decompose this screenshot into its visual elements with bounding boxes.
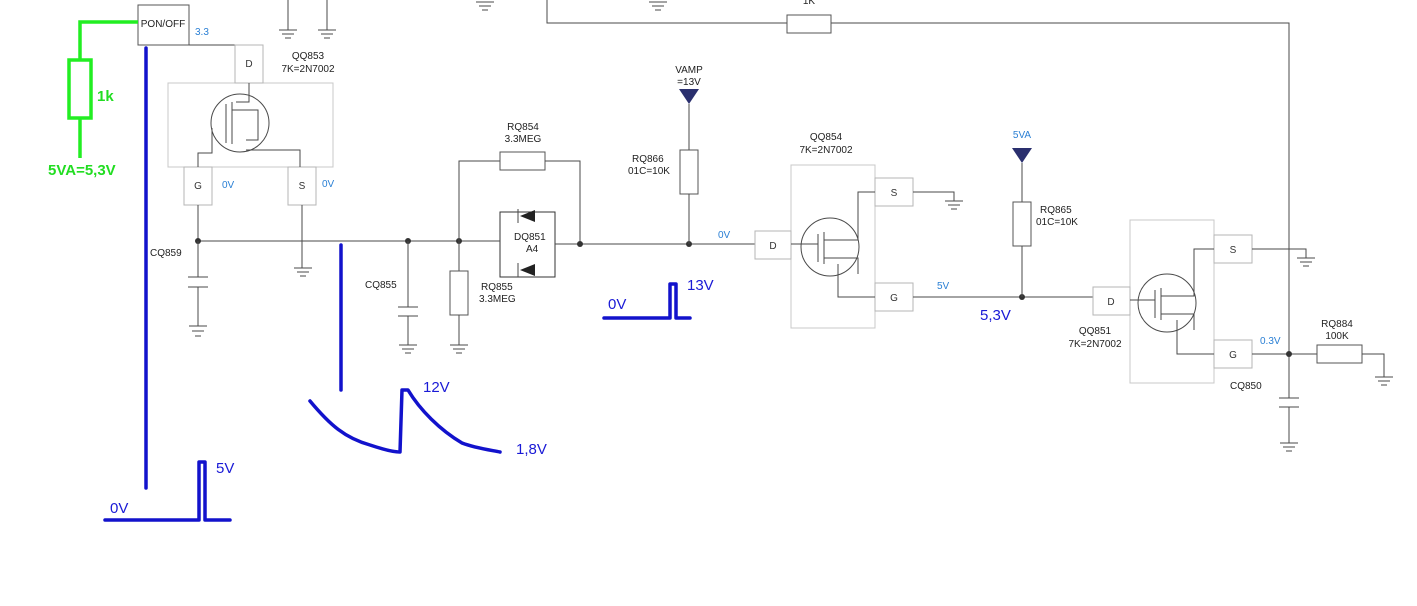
rq866-value: 01C=10K	[628, 166, 670, 177]
qq853-pin-s: S	[299, 181, 306, 192]
qq851-pin-s: S	[1230, 245, 1237, 256]
top-resistor-label: 1K	[803, 0, 816, 7]
5va-supply: 5VA RQ865 01C=10K	[1012, 130, 1078, 297]
qq854-pin-g: G	[890, 293, 898, 304]
qq854-d-voltage: 0V	[718, 230, 731, 241]
pon-off-label: PON/OFF	[141, 19, 185, 30]
cq855-label: CQ855	[365, 280, 397, 291]
main-net: CQ859 CQ855	[150, 205, 500, 354]
blue-annotations: 0V 5V 12V 1,8V 0V 13V 5,3V	[103, 46, 1011, 522]
qq853-transistor: QQ853 7K=2N7002 D G S 0V 0V	[167, 44, 335, 206]
vamp-supply: VAMP =13V RQ866 01C=10K 0V	[628, 65, 731, 244]
qq853-pin-d: D	[245, 59, 252, 70]
qq851-ref: QQ851	[1079, 326, 1112, 337]
wave-b-peak-label: 12V	[423, 379, 450, 396]
wave-c-low-label: 0V	[608, 296, 626, 313]
dq851-diode: DQ851 A4	[484, 209, 755, 278]
cq859-label: CQ859	[150, 248, 182, 259]
rq854-resistor: RQ854 3.3MEG	[458, 122, 581, 244]
qq853-s-voltage: 0V	[322, 179, 335, 190]
rq884-ref: RQ884	[1321, 319, 1353, 330]
green-supply-label: 5VA=5,3V	[48, 162, 116, 179]
qq853-pin-g: G	[194, 181, 202, 192]
pon-voltage-label: 3.3	[195, 27, 209, 38]
top-feedback-wire: 1K	[546, 0, 1290, 384]
wave-c-high-label: 13V	[687, 277, 714, 294]
wave-a-high-label: 5V	[216, 460, 234, 477]
rq884-value: 100K	[1325, 331, 1349, 342]
rq854-ref: RQ854	[507, 122, 539, 133]
qq854-value: 7K=2N7002	[799, 145, 853, 156]
rq855-value: 3.3MEG	[479, 294, 516, 305]
rq884-resistor: RQ884 100K	[1316, 319, 1393, 386]
pon-off-block: PON/OFF 3.3	[137, 4, 236, 57]
dq851-ref: DQ851	[514, 232, 546, 243]
qq851-value: 7K=2N7002	[1068, 339, 1122, 350]
cq850-label: CQ850	[1230, 381, 1262, 392]
qq851-g-voltage: 0.3V	[1260, 336, 1281, 347]
dq851-value: A4	[526, 244, 539, 255]
wave-a-low-label: 0V	[110, 500, 128, 517]
qq853-value: 7K=2N7002	[281, 64, 335, 75]
vamp-name: VAMP	[675, 65, 703, 76]
cq850-capacitor: CQ850	[1230, 381, 1299, 452]
rq854-value: 3.3MEG	[505, 134, 542, 145]
qq853-ref: QQ853	[292, 51, 325, 62]
green-annotation: 1k 5VA=5,3V	[48, 20, 138, 179]
qq851-transistor: QQ851 7K=2N7002 D S G 0.3V	[1068, 219, 1317, 384]
qq851-pin-d: D	[1107, 297, 1114, 308]
rq855-ref: RQ855	[481, 282, 513, 293]
wave-b-tail-label: 1,8V	[516, 441, 547, 458]
qq854-pin-d: D	[769, 241, 776, 252]
qq854-transistor: QQ854 7K=2N7002 D S G 5V	[754, 132, 1093, 329]
rq866-ref: RQ866	[632, 154, 664, 165]
ground-symbols-top	[279, 0, 667, 39]
gate-node-label: 5,3V	[980, 307, 1011, 324]
green-resistor-label: 1k	[97, 88, 114, 105]
top-resistor	[786, 14, 832, 34]
qq854-pin-s: S	[891, 188, 898, 199]
5va-label: 5VA	[1013, 130, 1031, 141]
rq865-ref: RQ865	[1040, 205, 1072, 216]
rq855-resistor: RQ855 3.3MEG	[449, 241, 516, 354]
qq854-ref: QQ854	[810, 132, 843, 143]
qq851-pin-g: G	[1229, 350, 1237, 361]
qq854-g-voltage: 5V	[937, 281, 950, 292]
rq865-value: 01C=10K	[1036, 217, 1078, 228]
vamp-value: =13V	[677, 77, 701, 88]
qq853-g-voltage: 0V	[222, 180, 235, 191]
